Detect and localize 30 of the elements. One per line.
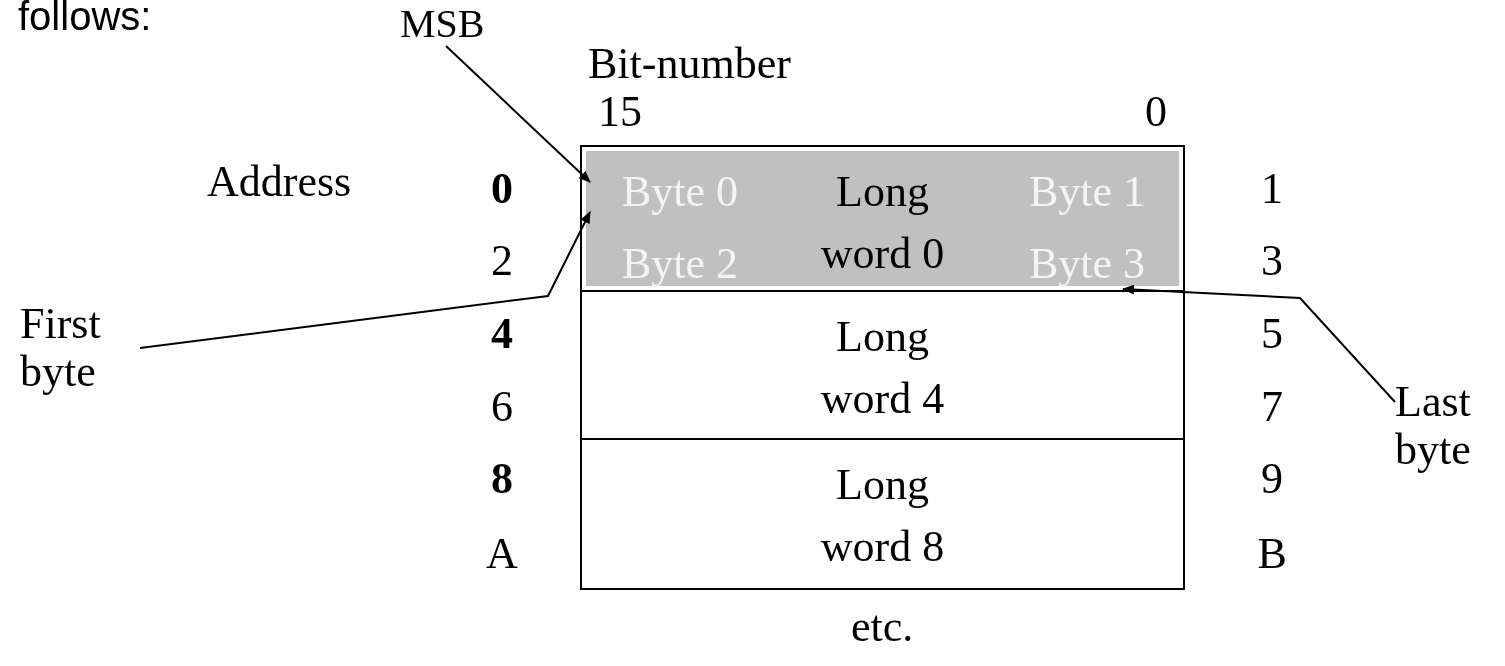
address-number: 5 — [1261, 310, 1283, 359]
word-label: Long word 4 — [819, 311, 946, 425]
leader-arrow — [139, 211, 591, 349]
leader-arrow — [1122, 284, 1396, 403]
address-number: 8 — [491, 455, 513, 504]
axis-heading: Bit-number — [588, 40, 791, 89]
address-number: 7 — [1261, 383, 1283, 432]
bit-index: 15 — [598, 88, 642, 137]
annotation-label: MSB — [400, 2, 485, 46]
annotation-label: First byte — [20, 300, 140, 397]
heading-text: follows: — [18, 0, 152, 38]
word-label: Long word 8 — [819, 459, 946, 573]
memory-row — [580, 290, 1185, 440]
word-label: Long word 0 — [819, 166, 946, 280]
memory-row — [580, 145, 1185, 292]
address-number: 4 — [491, 310, 513, 359]
memory-row — [580, 438, 1185, 590]
bit-index: 0 — [1145, 88, 1167, 137]
axis-heading: Address — [207, 158, 352, 207]
address-number: B — [1257, 530, 1287, 579]
address-number: 2 — [491, 237, 513, 286]
address-number: 9 — [1261, 455, 1283, 504]
address-number: 1 — [1261, 165, 1283, 214]
address-number: 6 — [491, 383, 513, 432]
note-text: etc. — [851, 603, 914, 652]
address-number: 3 — [1261, 237, 1283, 286]
annotation-label: Last byte — [1395, 378, 1495, 475]
address-number: A — [486, 530, 518, 579]
leader-arrow — [445, 45, 591, 183]
address-number: 0 — [491, 165, 513, 214]
